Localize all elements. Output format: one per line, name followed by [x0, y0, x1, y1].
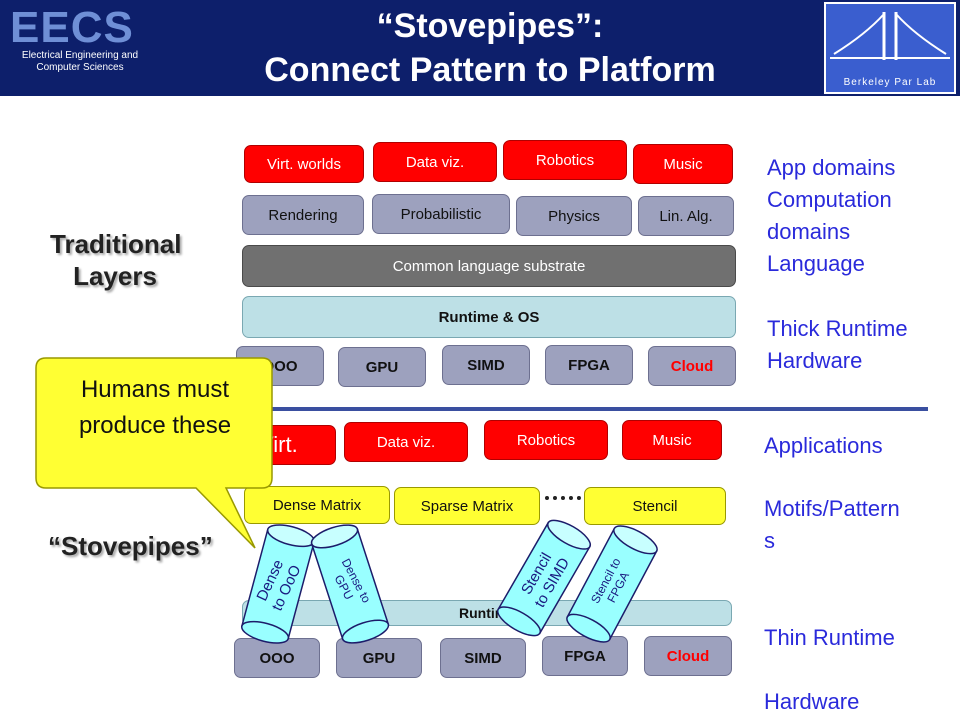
side-applications: Applications	[764, 433, 883, 458]
computation-box: Lin. Alg.	[638, 196, 734, 236]
eecs-logo-text: EECS	[10, 3, 134, 52]
slide-title-line2: Connect Pattern to Platform	[264, 51, 716, 89]
app-box: Data viz.	[344, 422, 468, 462]
motif-box: Dense Matrix	[244, 486, 390, 524]
hardware-box: OOO	[234, 638, 320, 678]
stovepipes-label: “Stovepipes”	[48, 531, 213, 561]
traditional-label-line1: Traditional	[50, 229, 182, 259]
eecs-logo-sub2: Computer Sciences	[36, 62, 124, 73]
side-motifs-l1: Motifs/Pattern	[764, 496, 900, 521]
hardware-box: GPU	[336, 638, 422, 678]
side-language: Language	[767, 251, 865, 276]
motif-box: Sparse Matrix	[394, 487, 540, 525]
side-hardware-upper: Hardware	[767, 348, 863, 373]
computation-box: Probabilistic	[372, 194, 510, 234]
thin-runtime-box: Runtime	[242, 600, 732, 626]
bridge-icon	[830, 12, 950, 60]
pipe-stencil-fpga: Stencil to FPGA	[566, 525, 658, 643]
runtime-os-box: Runtime & OS	[242, 296, 736, 338]
app-box: Virt. worlds	[244, 145, 364, 183]
app-box: Music	[633, 144, 733, 184]
hardware-box: FPGA	[545, 345, 633, 385]
header-bar	[0, 0, 960, 96]
side-computation-l2: domains	[767, 219, 851, 244]
app-box: Robotics	[484, 420, 608, 460]
language-substrate-box: Common language substrate	[242, 245, 736, 287]
traditional-label-line2: Layers	[73, 261, 157, 291]
side-thin-runtime: Thin Runtime	[764, 625, 895, 650]
side-thick-runtime: Thick Runtime	[767, 316, 908, 341]
berkeley-parlab-label: Berkeley Par Lab	[843, 77, 937, 88]
traditional-layers-label: Traditional Layers	[50, 228, 182, 292]
slide-title-line1: “Stovepipes”:	[376, 7, 604, 45]
motif-box: Stencil	[584, 487, 726, 525]
app-box: Robotics	[503, 140, 627, 180]
hardware-box-cloud: Cloud	[644, 636, 732, 676]
hardware-box: GPU	[338, 347, 426, 387]
computation-box: Physics	[516, 196, 632, 236]
side-app-domains: App domains	[767, 155, 896, 180]
pipe-dense-gpu: Dense to GPU	[310, 524, 390, 644]
slide-title: “Stovepipes”: Connect Pattern to Platfor…	[170, 0, 810, 96]
callout-text: Humans must produce these	[40, 372, 270, 444]
motif-ellipsis	[545, 496, 581, 506]
callout-line2: produce these	[78, 412, 232, 439]
side-hardware-lower: Hardware	[764, 689, 860, 714]
app-box: Data viz.	[373, 142, 497, 182]
hardware-box: SIMD	[440, 638, 526, 678]
berkeley-parlab-logo: Berkeley Par Lab	[824, 2, 956, 94]
eecs-logo-sub1: Electrical Engineering and	[21, 50, 139, 61]
hardware-box-cloud: Cloud	[648, 346, 736, 386]
section-divider	[40, 407, 928, 411]
side-motifs-l2: s	[764, 528, 775, 553]
app-box: Music	[622, 420, 722, 460]
eecs-logo: EECS Electrical Engineering and Computer…	[10, 6, 150, 86]
hardware-box: SIMD	[442, 345, 530, 385]
hardware-box: FPGA	[542, 636, 628, 676]
callout-line1: Humans must	[80, 376, 230, 403]
computation-box: Rendering	[242, 195, 364, 235]
side-computation-l1: Computation	[767, 187, 892, 212]
